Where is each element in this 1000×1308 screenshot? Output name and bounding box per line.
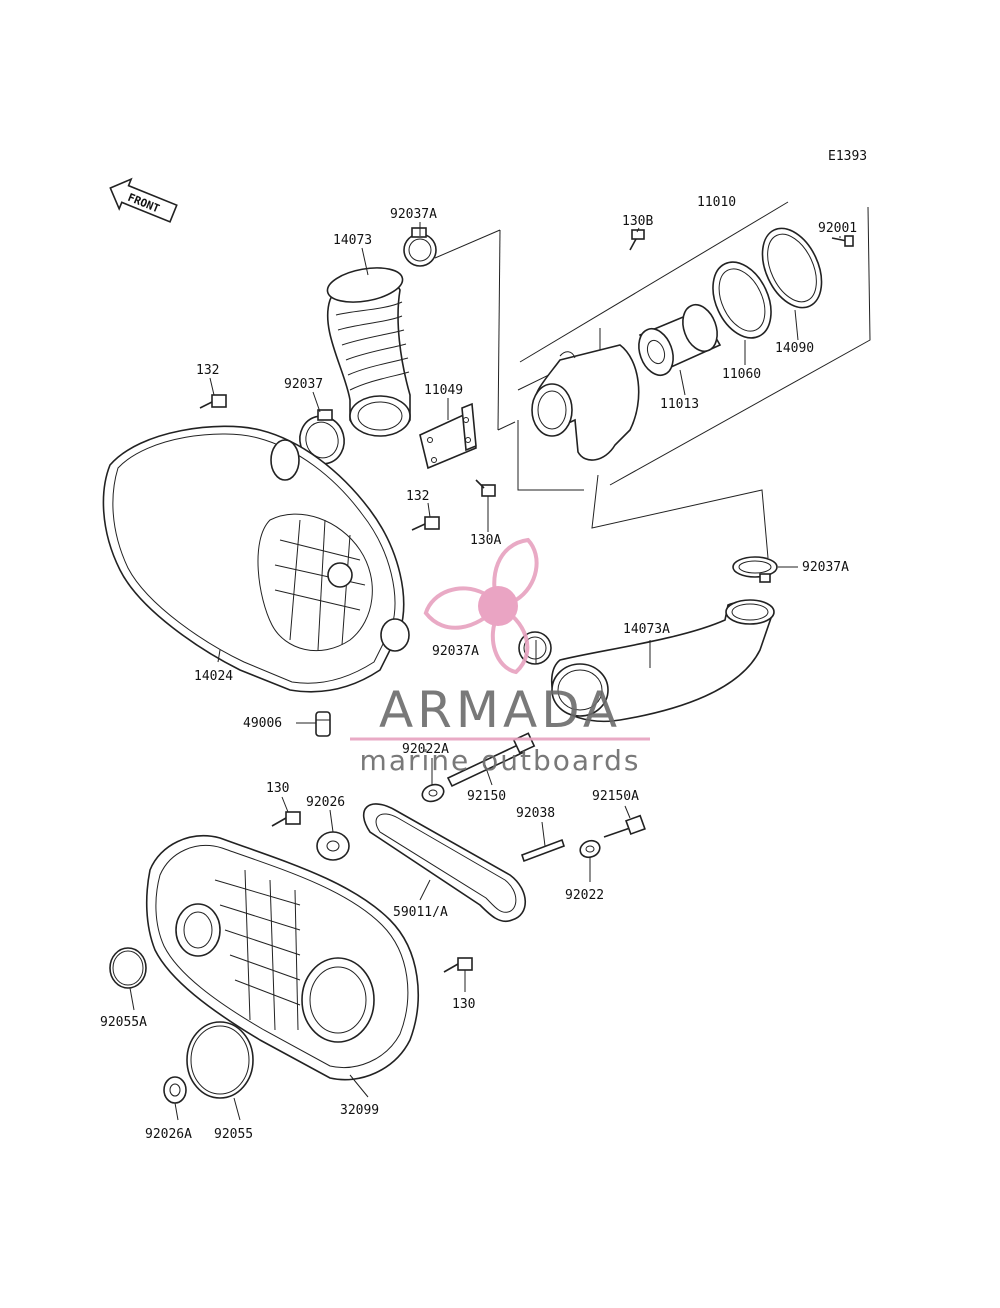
watermark-tagline: marine outboards [360,744,641,777]
seal-92026 [316,831,350,861]
part-label: 92037A [432,644,479,659]
part-label: 92026A [145,1127,192,1142]
part-label: 14090 [775,341,814,356]
bolt-132-lower [411,516,440,531]
filter-element-11013 [638,303,722,377]
part-label: 130A [470,533,501,548]
bolt-130-lower [443,957,473,973]
screw-92001 [831,235,854,247]
diagram-code: E1393 [828,149,867,164]
washer-92022 [579,839,601,859]
part-label: 92055 [214,1127,253,1142]
hose-clamp-92037 [299,409,345,465]
pin-92038 [520,838,566,863]
part-label: 11013 [660,397,699,412]
front-arrow-icon: FRONT [109,177,178,223]
bolt-130a [475,479,496,497]
o-ring-92055 [186,1021,254,1099]
armada-watermark: ARMADA marine outboards [350,537,650,777]
bolt-130b [629,229,645,251]
hose-clamp-92037a-right [732,556,778,583]
part-label: 92022A [402,742,449,757]
bolt-132-upper [199,394,227,409]
part-label: 14024 [194,669,233,684]
propeller-logo-icon [423,537,539,675]
watermark-brand: ARMADA [379,681,621,739]
o-ring-92055a [109,947,147,989]
air-box-body [531,344,640,461]
part-label: 14073A [623,622,670,637]
drain-49006 [315,711,331,737]
bolt-92150a [603,814,646,838]
part-label: 14073 [333,233,372,248]
part-label: 92022 [565,888,604,903]
bolt-130-upper [271,811,301,827]
intake-duct-14073a [550,599,775,723]
leader-lines [129,222,841,1121]
washer-92022a [421,783,445,803]
part-label: 59011/A [393,905,448,920]
gasket-11060 [712,261,772,339]
part-label: 130 [452,997,475,1012]
part-label: 32099 [340,1103,379,1118]
part-label: 11049 [424,383,463,398]
part-label: 92038 [516,806,555,821]
part-label: 92150 [467,789,506,804]
bracket-11049 [419,402,477,470]
part-label: 92001 [818,221,857,236]
part-label: 130B [622,214,653,229]
seal-92026a [163,1076,187,1104]
part-label: 49006 [243,716,282,731]
part-label: 11010 [697,195,736,210]
part-label: 92150A [592,789,639,804]
inner-cover-32099 [145,835,419,1081]
part-label: 11060 [722,367,761,382]
part-labels: 92037A 14073 130B 11010 92001 132 92037 … [100,195,857,1142]
outer-cover-14024 [102,425,410,693]
part-label: 92037 [284,377,323,392]
belt-59011a [363,803,526,923]
part-label: 92037A [802,560,849,575]
part-label: 92055A [100,1015,147,1030]
part-label: 132 [406,489,429,504]
air-filter-assembly-outline [434,201,871,559]
cover-14090 [761,227,823,309]
part-label: 92037A [390,207,437,222]
intake-duct-14073 [326,267,411,437]
part-label: 132 [196,363,219,378]
part-label: 92026 [306,795,345,810]
part-label: 130 [266,781,289,796]
